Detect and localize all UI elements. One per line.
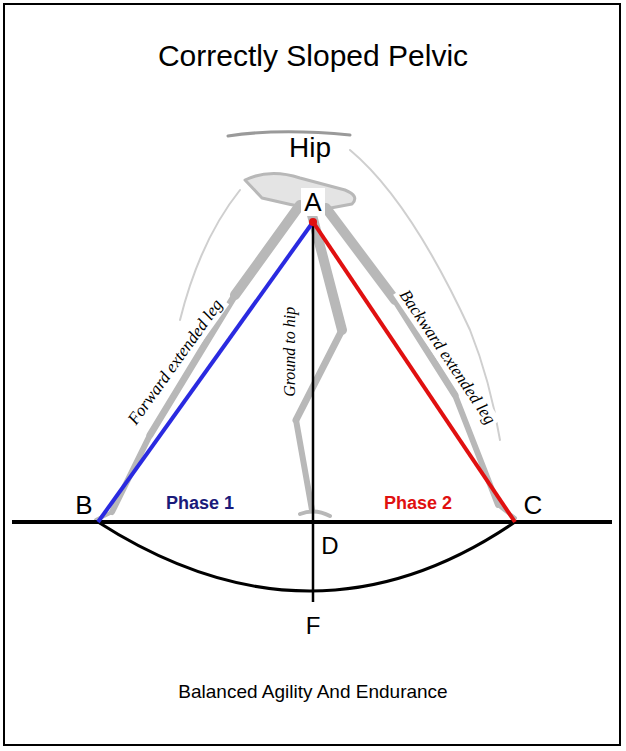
part-name: Hip <box>289 133 331 164</box>
point-letter: C <box>524 491 543 520</box>
point-letter: D <box>318 533 341 559</box>
phase-label: Phase 2 <box>381 494 455 514</box>
backward-leg-line <box>313 222 515 522</box>
point-letter: A <box>301 188 324 217</box>
forward-leg-line <box>98 222 313 522</box>
point-letter: B <box>75 491 92 520</box>
stride-arc <box>98 522 515 591</box>
point-letter: F <box>306 613 321 639</box>
skeleton-sketch <box>96 132 515 520</box>
leg-label: Backward extended leg <box>393 284 500 430</box>
phase-label: Phase 1 <box>163 494 237 514</box>
title: Correctly Sloped Pelvic <box>158 39 468 72</box>
hip-point <box>309 218 317 226</box>
ground-to-hip-line <box>312 222 315 602</box>
height-label: Ground to hip <box>281 304 299 400</box>
caption: Balanced Agility And Endurance <box>178 682 447 703</box>
